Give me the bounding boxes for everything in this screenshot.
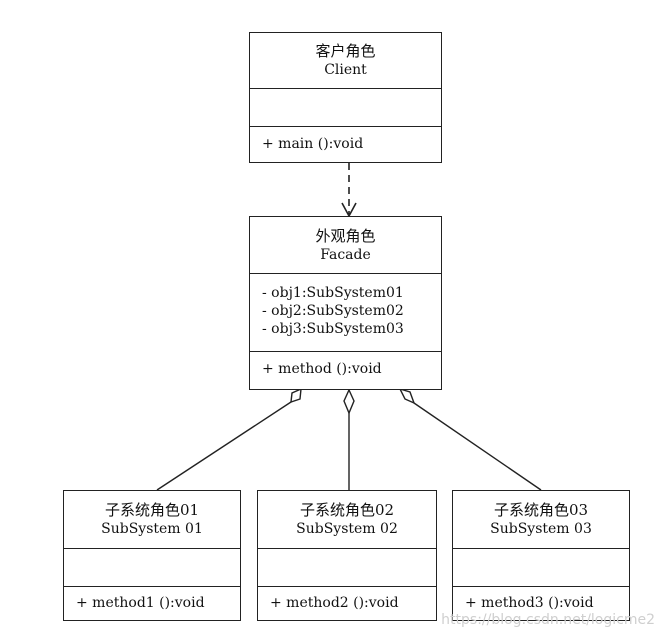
class-operations: + method1 ():void [64,587,240,619]
class-name-cn: 子系统角色02 [299,501,395,519]
class-name-cn: 子系统角色01 [104,501,200,519]
attribute: - obj3:SubSystem03 [262,321,404,337]
class-name-en: SubSystem 01 [101,521,203,537]
attribute: - obj1:SubSystem01 [262,285,404,301]
class-attributes [64,549,240,587]
subsystem03-class: 子系统角色03 SubSystem 03 + method3 ():void [452,490,630,621]
class-name-en: SubSystem 02 [296,521,398,537]
class-header: 外观角色 Facade [250,217,441,274]
class-operations: + method ():void [250,352,441,388]
class-attributes [258,549,436,587]
class-name-cn: 外观角色 [315,227,376,245]
subsystem02-class: 子系统角色02 SubSystem 02 + method2 ():void [257,490,437,621]
class-header: 子系统角色03 SubSystem 03 [453,491,629,549]
class-operations: + main ():void [250,127,441,161]
class-header: 客户角色 Client [250,33,441,89]
aggregation-diamond-03 [398,387,416,405]
operation: + method1 ():void [76,595,205,611]
class-attributes [250,89,441,127]
class-attributes [453,549,629,587]
operation: + method2 ():void [270,595,399,611]
class-name-en: Client [324,62,367,78]
class-attributes: - obj1:SubSystem01 - obj2:SubSystem02 - … [250,274,441,352]
aggregation-diamond-02 [343,388,355,415]
class-header: 子系统角色02 SubSystem 02 [258,491,436,549]
class-header: 子系统角色01 SubSystem 01 [64,491,240,549]
attribute: - obj2:SubSystem02 [262,303,404,319]
operation: + method3 ():void [465,595,594,611]
aggregation-diamond-01 [290,387,302,404]
class-operations: + method3 ():void [453,587,629,619]
operation: + method ():void [262,361,382,377]
class-operations: + method2 ():void [258,587,436,619]
operation: + main ():void [262,136,364,152]
class-name-en: SubSystem 03 [490,521,592,537]
watermark: https://blog.csdn.net/logicme2 [441,612,655,628]
subsystem01-class: 子系统角色01 SubSystem 01 + method1 ():void [63,490,241,621]
class-name-en: Facade [320,247,371,263]
class-name-cn: 客户角色 [315,42,376,60]
aggregation-line-03 [413,402,542,491]
facade-class: 外观角色 Facade - obj1:SubSystem01 - obj2:Su… [249,216,442,390]
class-name-cn: 子系统角色03 [493,501,589,519]
aggregation-line-01 [156,401,292,491]
client-class: 客户角色 Client + main ():void [249,32,442,163]
